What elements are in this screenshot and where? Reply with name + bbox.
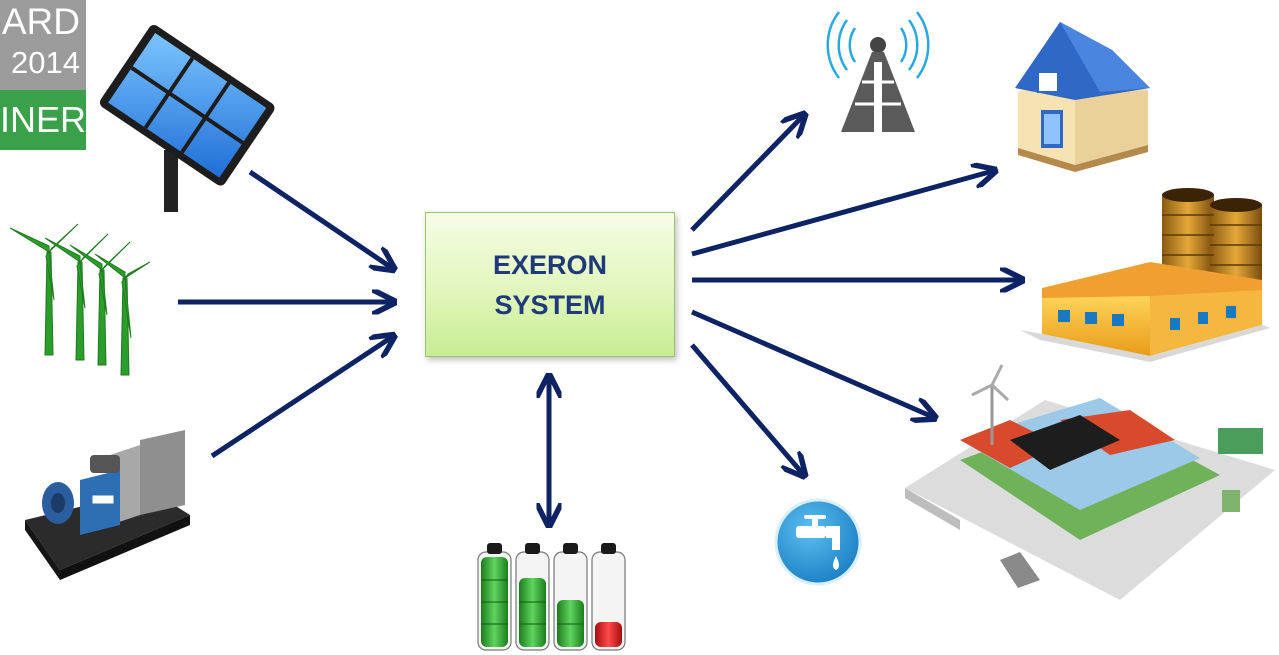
water-tap-icon: [774, 498, 862, 586]
arrow-solar-to-system: [248, 169, 392, 268]
diesel-generator-icon: [25, 430, 190, 580]
award-badge-line3: INER: [0, 90, 86, 150]
arrow-system-to-tap: [690, 343, 803, 474]
factory-icon: [1020, 188, 1270, 362]
house-icon: [1015, 22, 1150, 172]
award-badge-line1: ARD: [1, 1, 80, 42]
exeron-system-box: EXERON SYSTEM: [425, 212, 675, 357]
battery-low: [591, 543, 626, 651]
supermarket-icon: [905, 364, 1275, 600]
arrows: [178, 116, 1020, 523]
award-badge-line2: 2014: [11, 45, 80, 80]
award-badge-top: ARD 2014: [0, 0, 86, 90]
turbine-2: [44, 233, 109, 361]
arrow-system-to-supermarket: [691, 309, 933, 417]
arrow-system-to-house: [691, 171, 993, 257]
arrow-system-to-tower: [690, 116, 803, 232]
battery-full: [477, 543, 512, 651]
radio-tower-icon: [826, 11, 930, 132]
wind-turbines-icon: [9, 223, 151, 376]
award-badge: ARD 2014 INER: [0, 0, 86, 150]
solar-panel-icon: [99, 25, 275, 212]
arrow-generator-to-system: [210, 337, 392, 459]
system-title-line2: SYSTEM: [494, 289, 606, 320]
battery-three-quarters: [515, 543, 550, 651]
battery-half: [553, 543, 588, 651]
system-title-line1: EXERON: [492, 249, 608, 280]
turbine-4: [94, 253, 151, 376]
battery-bank-icon: [477, 543, 626, 651]
turbine-1: [9, 223, 79, 356]
turbine-3: [69, 241, 131, 366]
